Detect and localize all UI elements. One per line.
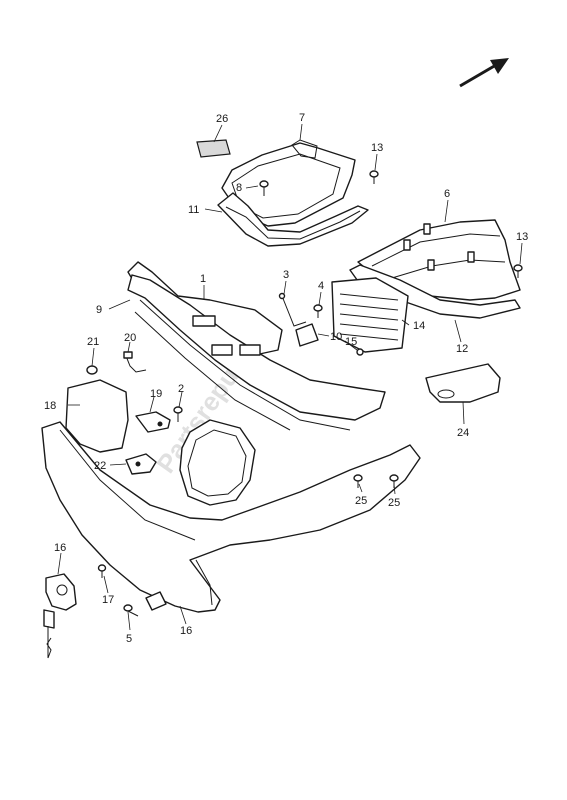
part-22-grommet <box>86 365 98 375</box>
callout-16: 16 <box>180 625 192 637</box>
part-2-bolt <box>173 406 183 422</box>
callout-27: 26 <box>216 113 228 125</box>
part-3-wire-harness <box>278 292 307 327</box>
callout-4: 4 <box>318 280 324 292</box>
part-21-bracket <box>123 351 147 373</box>
part-10-rubber-block <box>295 323 319 347</box>
part-24-small-cover <box>425 363 501 403</box>
callout-23: 22 <box>94 460 106 472</box>
part-17-lock-key <box>43 573 77 659</box>
direction-arrow-icon <box>459 58 509 88</box>
part-13-screw-top <box>369 170 379 184</box>
callout-5: 5 <box>126 633 132 645</box>
part-4-screw <box>313 304 323 318</box>
callout-13-top: 13 <box>371 142 383 154</box>
part-20-lamp <box>135 411 171 433</box>
part-26-screw <box>353 474 363 488</box>
part-11-gasket <box>217 192 369 247</box>
callout-22: 21 <box>87 336 99 348</box>
callout-13-right: 13 <box>516 231 528 243</box>
callout-3: 3 <box>283 269 289 281</box>
part-16-side-cover <box>41 421 421 613</box>
callout-24: 24 <box>457 427 469 439</box>
leader-lines <box>57 123 523 631</box>
callout-19: 18 <box>44 400 56 412</box>
callout-labels: 26 7 8 11 13 6 13 1 3 4 9 10 14 15 12 20… <box>44 112 528 645</box>
cover-bracket <box>145 591 167 611</box>
part-14-grille-plate <box>331 277 409 353</box>
callout-15: 15 <box>345 336 357 348</box>
part-23-latch <box>125 453 157 475</box>
callout-9: 9 <box>96 304 102 316</box>
callout-26: 25 <box>355 495 367 507</box>
callout-10: 10 <box>330 331 342 343</box>
callout-7: 7 <box>299 112 305 124</box>
callout-2: 2 <box>178 383 184 395</box>
part-13-screw-right <box>513 264 523 278</box>
callout-6: 6 <box>444 188 450 200</box>
part-19-pad <box>65 379 129 453</box>
inner-panel-opening <box>179 419 256 506</box>
part-7-lid <box>221 139 356 227</box>
callout-12: 12 <box>456 343 468 355</box>
callout-25: 25 <box>388 497 400 509</box>
part-18-screw <box>97 564 107 578</box>
callout-18: 17 <box>102 594 114 606</box>
part-15-clip <box>356 348 364 356</box>
callout-14: 14 <box>413 320 425 332</box>
part-9-main-frame <box>127 261 386 431</box>
callout-20: 19 <box>150 388 162 400</box>
callout-21: 20 <box>124 332 136 344</box>
part-27-label-plate <box>196 139 231 158</box>
callout-1: 1 <box>200 273 206 285</box>
callout-11: 11 <box>188 204 199 216</box>
callout-8: 8 <box>236 182 242 194</box>
part-5-bolt <box>123 604 139 617</box>
callout-17: 16 <box>54 542 66 554</box>
part-8-screw <box>259 180 269 196</box>
